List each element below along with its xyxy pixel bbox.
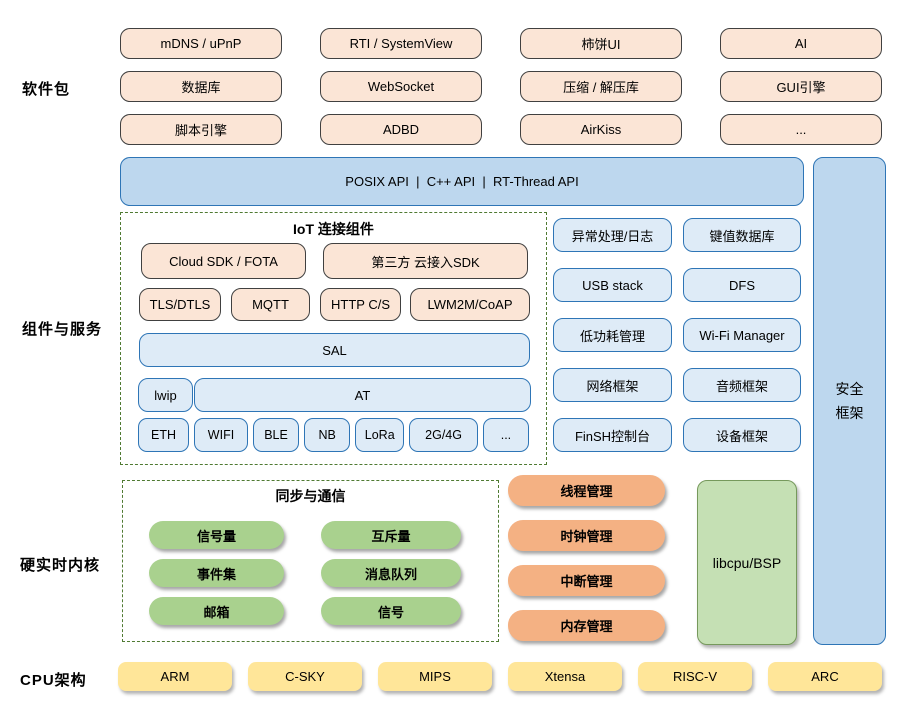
link-box: ETH: [138, 418, 190, 452]
kernel-managers-column: 线程管理 时钟管理 中断管理 内存管理: [508, 475, 665, 641]
package-box: mDNS / uPnP: [120, 28, 282, 59]
api-layer-bar: POSIX API | C++ API | RT-Thread API: [120, 157, 804, 206]
cpu-box: MIPS: [378, 662, 492, 691]
package-box: 脚本引擎: [120, 114, 282, 145]
service-box: USB stack: [553, 268, 672, 302]
service-box: 低功耗管理: [553, 318, 672, 352]
security-framework-bar: 安全 框架: [813, 157, 886, 645]
software-packages-grid: mDNS / uPnP RTI / SystemView 柿饼UI AI 数据库…: [120, 28, 882, 145]
service-box: 设备框架: [683, 418, 801, 452]
lwip-box: lwip: [138, 378, 193, 412]
protocol-box: HTTP C/S: [320, 288, 401, 321]
protocol-box: MQTT: [231, 288, 310, 321]
package-box: 数据库: [120, 71, 282, 102]
manager-box: 中断管理: [508, 565, 665, 596]
package-box: 柿饼UI: [520, 28, 682, 59]
protocol-box: TLS/DTLS: [139, 288, 221, 321]
ipc-grid: 信号量 互斥量 事件集 消息队列 邮箱 信号: [149, 521, 461, 625]
security-framework-label-line2: 框架: [835, 405, 864, 421]
link-box: LoRa: [355, 418, 405, 452]
cpu-architectures-grid: ARM C-SKY MIPS Xtensa RISC-V ARC: [118, 662, 882, 691]
iot-group-title: IoT 连接组件: [293, 221, 374, 237]
security-framework-label-line1: 安全: [835, 380, 864, 397]
cpu-box: RISC-V: [638, 662, 752, 691]
package-box: AirKiss: [520, 114, 682, 145]
sal-box: SAL: [139, 333, 530, 367]
ipc-box: 信号量: [149, 521, 284, 549]
ipc-box: 信号: [321, 597, 461, 625]
link-layer-row: ETH WIFI BLE NB LoRa 2G/4G ...: [138, 418, 529, 452]
link-box: NB: [304, 418, 351, 452]
service-box: FinSH控制台: [553, 418, 672, 452]
protocol-box: LWM2M/CoAP: [410, 288, 530, 321]
iot-components-group: IoT 连接组件 Cloud SDK / FOTA 第三方 云接入SDK TLS…: [120, 212, 547, 465]
layer-label-components: 组件与服务: [22, 321, 103, 338]
cpu-box: ARC: [768, 662, 882, 691]
layer-label-cpu: CPU架构: [20, 672, 87, 689]
service-box: 网络框架: [553, 368, 672, 402]
layer-label-kernel: 硬实时内核: [20, 557, 101, 574]
service-box: 键值数据库: [683, 218, 801, 252]
manager-box: 时钟管理: [508, 520, 665, 551]
link-box: BLE: [252, 418, 300, 452]
ipc-box: 互斥量: [321, 521, 461, 549]
at-box: AT: [194, 378, 531, 412]
package-box: AI: [720, 28, 882, 59]
cpu-box: ARM: [118, 662, 232, 691]
service-box: 异常处理/日志: [553, 218, 672, 252]
layer-label-packages: 软件包: [22, 81, 71, 98]
link-box: ...: [482, 418, 529, 452]
ipc-box: 事件集: [149, 559, 284, 587]
thirdparty-sdk-box: 第三方 云接入SDK: [323, 243, 528, 279]
ipc-box: 消息队列: [321, 559, 461, 587]
ipc-group: 同步与通信 信号量 互斥量 事件集 消息队列 邮箱 信号: [122, 480, 499, 642]
manager-box: 内存管理: [508, 610, 665, 641]
ipc-box: 邮箱: [149, 597, 284, 625]
link-box: WIFI: [194, 418, 248, 452]
link-box: 2G/4G: [409, 418, 478, 452]
ipc-group-title: 同步与通信: [275, 488, 346, 504]
libcpu-bsp-box: libcpu/BSP: [697, 480, 797, 645]
services-grid: 异常处理/日志 键值数据库 USB stack DFS 低功耗管理 Wi-Fi …: [553, 218, 801, 452]
cpu-box: Xtensa: [508, 662, 622, 691]
manager-box: 线程管理: [508, 475, 665, 506]
service-box: Wi-Fi Manager: [683, 318, 801, 352]
package-box: WebSocket: [320, 71, 482, 102]
package-box: RTI / SystemView: [320, 28, 482, 59]
service-box: 音频框架: [683, 368, 801, 402]
cloud-sdk-box: Cloud SDK / FOTA: [141, 243, 306, 279]
package-box: GUI引擎: [720, 71, 882, 102]
cpu-box: C-SKY: [248, 662, 362, 691]
service-box: DFS: [683, 268, 801, 302]
package-box: 压缩 / 解压库: [520, 71, 682, 102]
package-box: ADBD: [320, 114, 482, 145]
package-box: ...: [720, 114, 882, 145]
